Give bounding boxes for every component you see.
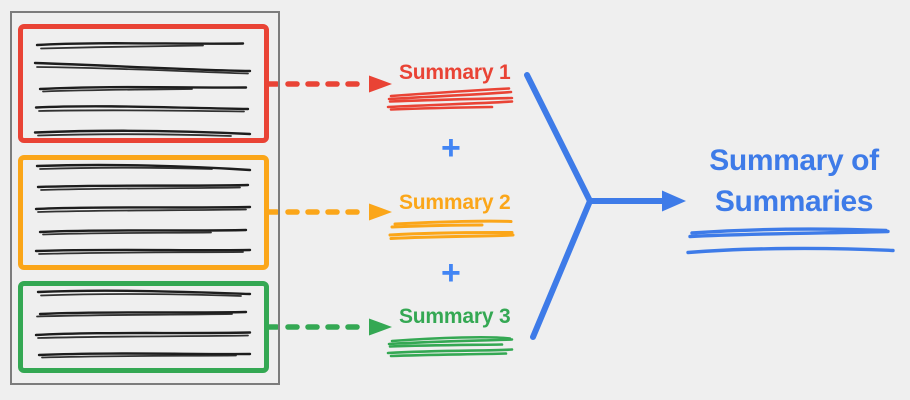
source-document	[10, 11, 280, 385]
document-section-3	[18, 281, 269, 373]
map-arrow-2	[265, 203, 392, 221]
summary-3-scribble	[386, 335, 514, 358]
result-title-line-2: Summaries	[714, 185, 874, 218]
document-section-1	[18, 24, 269, 143]
map-arrow-1	[265, 75, 392, 93]
section-2-text-scribbles	[34, 163, 252, 255]
summary-3-label: Summary 3	[399, 305, 511, 328]
document-section-2	[18, 155, 269, 270]
result-title: Summary of Summaries	[686, 140, 902, 222]
reduce-arrow	[587, 190, 686, 212]
result-scribble	[686, 227, 895, 255]
summary-2-label: Summary 2	[399, 191, 511, 214]
plus-sign-1: +	[441, 129, 461, 167]
result-title-line-1: Summary of	[709, 144, 879, 177]
map-arrow-3	[265, 318, 392, 336]
summary-1-label: Summary 1	[399, 61, 511, 84]
plus-sign-2: +	[441, 254, 461, 292]
section-3-text-scribbles	[34, 289, 252, 359]
reduce-branch-bottom	[530, 198, 593, 340]
summary-1-scribble	[386, 87, 514, 111]
reduce-branch-top	[524, 72, 593, 204]
section-1-text-scribbles	[33, 42, 252, 137]
summary-2-scribble	[388, 219, 515, 240]
